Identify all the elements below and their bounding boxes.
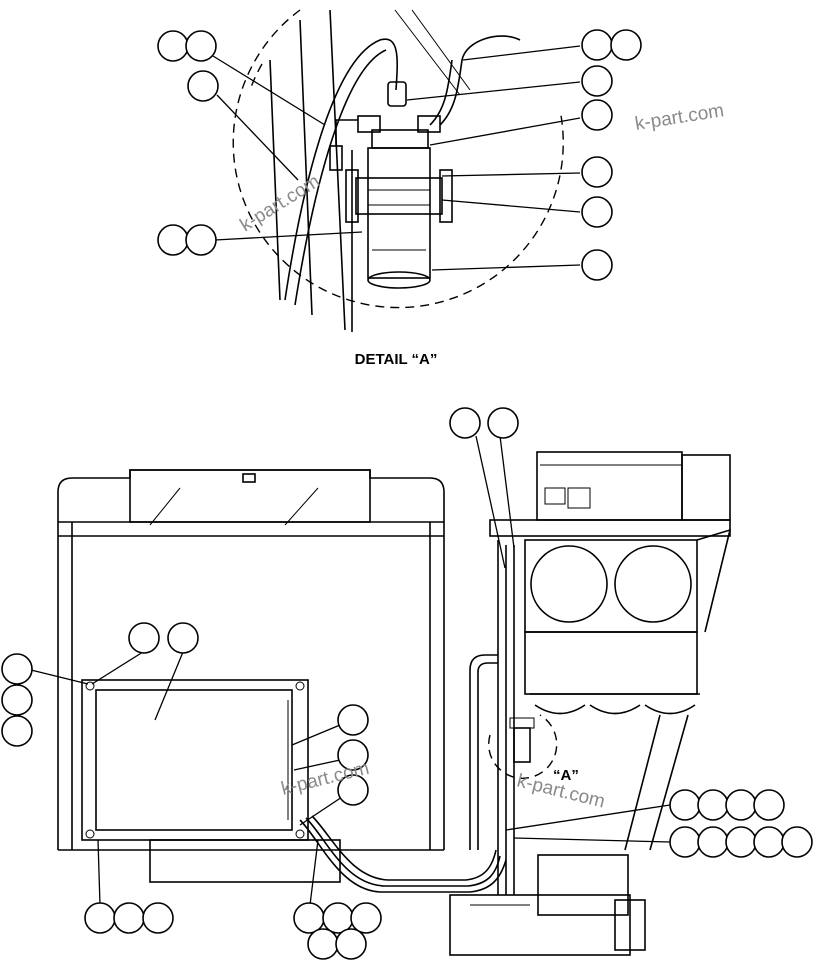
detail-a-marker: “A” xyxy=(553,767,579,784)
callout-bubble xyxy=(581,99,613,131)
callout-bubble xyxy=(337,704,369,736)
callout-bubble xyxy=(1,653,33,685)
callout-bubble xyxy=(487,407,519,439)
detail-a-title: DETAIL “A” xyxy=(355,351,438,368)
callout-bubble xyxy=(113,902,145,934)
main-view xyxy=(57,451,732,956)
callout-bubble xyxy=(781,826,813,858)
callout-bubble xyxy=(350,902,382,934)
callout-bubble xyxy=(185,224,217,256)
callout-bubble xyxy=(128,622,160,654)
callout-bubble xyxy=(307,928,339,960)
callout-bubble xyxy=(697,789,729,821)
callout-bubble xyxy=(167,622,199,654)
watermark-text: k-part.com xyxy=(633,100,725,135)
callout-bubble xyxy=(1,715,33,747)
callout-bubble xyxy=(84,902,116,934)
callout-bubble xyxy=(669,826,701,858)
callout-bubble xyxy=(157,224,189,256)
callout-bubble xyxy=(293,902,325,934)
callout-bubble xyxy=(337,739,369,771)
callout-bubble xyxy=(337,774,369,806)
callout-bubble xyxy=(157,30,189,62)
callout-bubble xyxy=(725,826,757,858)
callout-bubble xyxy=(753,789,785,821)
callout-bubble xyxy=(581,196,613,228)
callout-bubble xyxy=(753,826,785,858)
callout-bubble xyxy=(581,29,613,61)
detail-a-view xyxy=(232,9,564,332)
callout-bubbles xyxy=(1,29,813,960)
callout-bubble xyxy=(669,789,701,821)
callout-bubble xyxy=(1,684,33,716)
callout-bubble xyxy=(335,928,367,960)
callout-bubble xyxy=(697,826,729,858)
callout-bubble xyxy=(725,789,757,821)
callout-bubble xyxy=(142,902,174,934)
callout-bubble xyxy=(581,65,613,97)
callout-leaders xyxy=(30,45,671,906)
callout-bubble xyxy=(185,30,217,62)
callout-bubble xyxy=(581,156,613,188)
callout-bubble xyxy=(610,29,642,61)
watermark-text: k-part.com xyxy=(237,171,324,236)
callout-bubble xyxy=(187,70,219,102)
callout-bubble xyxy=(581,249,613,281)
callout-bubble xyxy=(449,407,481,439)
